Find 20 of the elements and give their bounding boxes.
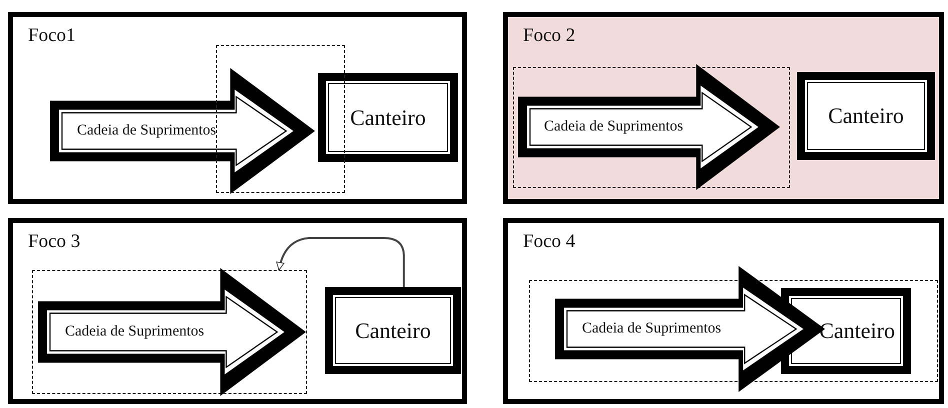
site-box — [797, 72, 935, 160]
site-box — [318, 73, 458, 162]
panel-title: Foco1 — [28, 25, 76, 47]
arrow-label: Cadeia de Suprimentos — [544, 118, 684, 136]
site-label: Canteiro — [350, 104, 426, 130]
panel-title: Foco 2 — [523, 25, 576, 47]
arrow-label: Cadeia de Suprimentos — [77, 122, 216, 140]
site-box — [325, 287, 461, 374]
panel-title: Foco 4 — [523, 231, 576, 253]
panel-title: Foco 3 — [28, 231, 80, 253]
site-label: Canteiro — [355, 318, 431, 344]
arrow-label: Cadeia de Suprimentos — [65, 324, 204, 340]
focus-panel — [8, 12, 467, 204]
focus-panel — [503, 218, 944, 404]
arrow-label: Cadeia de Suprimentos — [582, 320, 722, 338]
site-label: Canteiro — [828, 103, 904, 129]
focus-panel — [503, 12, 944, 204]
site-label: Canteiro — [819, 318, 895, 344]
focus-panel — [8, 218, 467, 404]
curved-arrow — [276, 237, 405, 287]
